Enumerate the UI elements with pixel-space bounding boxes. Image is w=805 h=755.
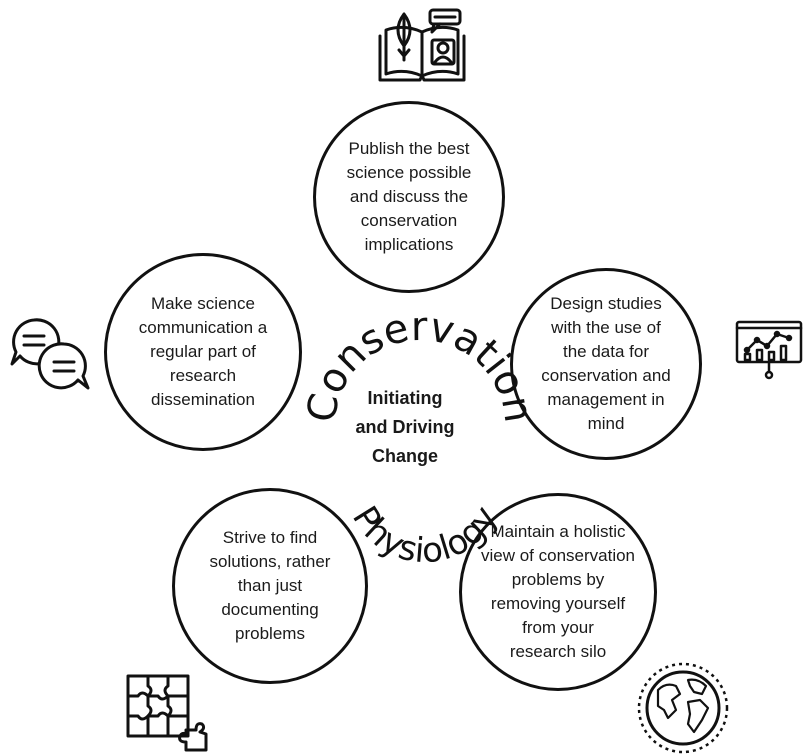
presentation-chart-icon [735, 320, 803, 380]
puzzle-icon [126, 674, 208, 752]
chat-bubbles-icon [10, 318, 90, 390]
node-publish-science-text: Publish the best science possible and di… [346, 139, 472, 254]
arc-title-physiology: Physiology [344, 499, 506, 571]
node-design-studies-text: Design studies with the use of the data … [541, 294, 671, 433]
globe-icon [637, 662, 729, 754]
book-leaf-icon [378, 8, 466, 82]
node-science-communication-text: Make science communication a regular par… [138, 294, 268, 409]
node-publish-science: Publish the best science possible and di… [313, 101, 505, 293]
center-label: Initiating and Driving Change [355, 388, 455, 466]
node-holistic-view-text: Maintain a holistic view of conservation… [480, 522, 636, 661]
node-find-solutions: Strive to find solutions, rather than ju… [172, 488, 368, 684]
node-find-solutions-text: Strive to find solutions, rather than ju… [209, 528, 331, 643]
node-design-studies: Design studies with the use of the data … [510, 268, 702, 460]
node-holistic-view: Maintain a holistic view of conservation… [459, 493, 657, 691]
node-science-communication: Make science communication a regular par… [104, 253, 302, 451]
